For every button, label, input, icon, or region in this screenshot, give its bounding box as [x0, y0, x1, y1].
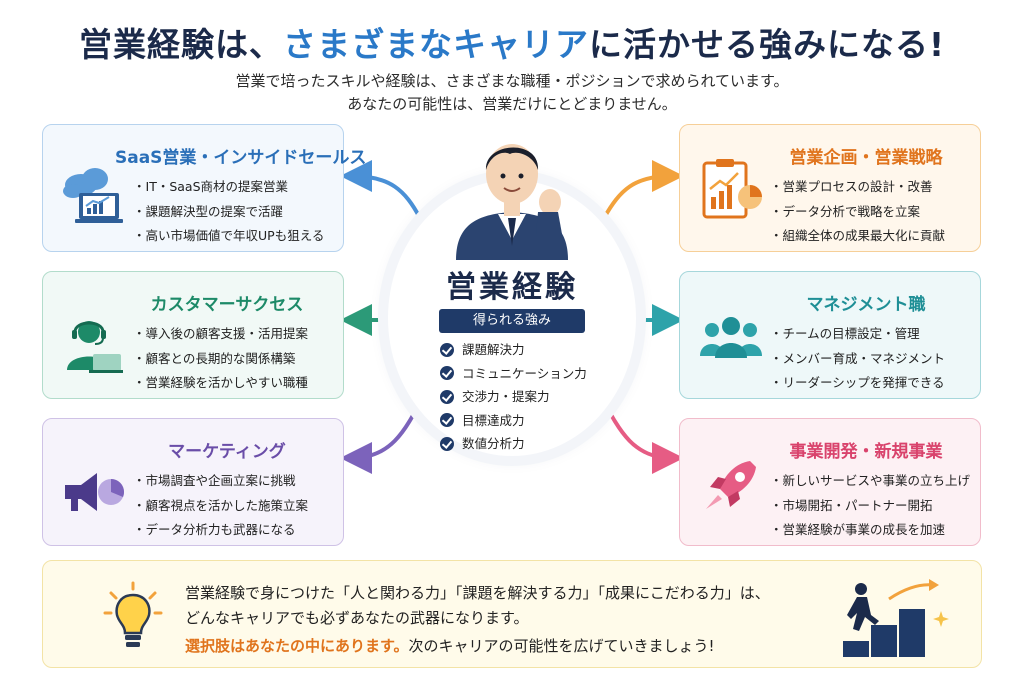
card-saas-sales: SaaS営業・インサイドセールス IT・SaaS商材の提案営業 課題解決型の提案… [42, 124, 367, 252]
card-sales-planning: 営業企画・営業戦略 営業プロセスの設計・改善 データ分析で戦略を立案 組織全体の… [679, 124, 981, 252]
card-cs-list: 導入後の顧客支援・活用提案 顧客との長期的な関係構築 営業経験を活かしやすい職種 [133, 322, 309, 396]
megaphone-pie-icon [65, 473, 124, 511]
arrow-marketing [340, 396, 424, 474]
strength-label: 得られる強み [439, 309, 585, 333]
arrow-saas [340, 160, 422, 220]
arrow-business [600, 396, 684, 474]
center-title: 営業経験 [446, 270, 578, 305]
footer-line3: 選択肢はあなたの中にあります。次のキャリアの可能性を広げていきましょう! [185, 635, 715, 656]
list-item: 数値分析力 [440, 432, 587, 456]
list-item: 新しいサービスや事業の立ち上げ [770, 469, 971, 494]
card-marketing: マーケティング 市場調査や企画立案に挑戦 顧客視点を活かした施策立案 データ分析… [42, 418, 344, 546]
card-marketing-list: 市場調査や企画立案に挑戦 顧客視点を活かした施策立案 データ分析力も武器になる [133, 469, 309, 543]
list-item: 目標達成力 [440, 409, 587, 433]
card-customer-success: カスタマーサクセス 導入後の顧客支援・活用提案 顧客との長期的な関係構築 営業経… [42, 271, 344, 399]
footer-line1: 営業経験で身につけた「人と関わる力」「課題を解決する力」「成果にこだわる力」は、 [185, 584, 770, 602]
lightbulb-icon [103, 581, 163, 647]
arrow-planning [602, 160, 684, 220]
list-item: 市場開拓・パートナー開拓 [770, 494, 970, 519]
title-accent: さまざまなキャリア [282, 25, 589, 64]
list-item: 営業経験を活かしやすい職種 [133, 371, 308, 396]
list-item: データ分析で戦略を立案 [770, 200, 945, 225]
footer-highlight: 選択肢はあなたの中にあります。 [185, 637, 409, 655]
card-planning-list: 営業プロセスの設計・改善 データ分析で戦略を立案 組織全体の成果最大化に貢献 [770, 175, 946, 249]
page-title: 営業経験は、さまざまなキャリアに活かせる強みになる! [0, 18, 1024, 66]
subtitle-line2: あなたの可能性は、営業だけにとどまりません。 [347, 95, 677, 113]
check-icon [440, 342, 454, 357]
headset-operator-icon [67, 321, 123, 373]
list-item: 組織全体の成果最大化に貢献 [770, 224, 946, 249]
card-saas-title: SaaS営業・インサイドセールス [115, 148, 367, 168]
list-item: 顧客との長期的な関係構築 [133, 347, 308, 372]
list-item: 高い市場価値で年収UPも狙える [133, 224, 325, 249]
stair-climber-icon [843, 579, 949, 657]
check-icon [440, 389, 454, 404]
card-marketing-title: マーケティング [168, 442, 286, 462]
clipboard-chart-icon [702, 159, 762, 219]
card-planning-title: 営業企画・営業戦略 [789, 148, 943, 168]
list-item: 営業プロセスの設計・改善 [770, 175, 945, 200]
team-icon [700, 317, 762, 358]
subtitle-line1: 営業で培ったスキルや経験は、さまざまな職種・ポジションで求められています。 [235, 72, 789, 90]
list-item: メンバー育成・マネジメント [770, 347, 946, 372]
footer-line3-rest: 次のキャリアの可能性を広げていきましょう! [408, 637, 715, 655]
list-item: 市場調査や企画立案に挑戦 [133, 469, 308, 494]
check-icon [440, 413, 454, 428]
list-item: データ分析力も武器になる [133, 518, 308, 543]
title-part1: 営業経験は、 [78, 25, 283, 64]
card-business-development: 事業開発・新規事業 新しいサービスや事業の立ち上げ 市場開拓・パートナー開拓 営… [679, 418, 981, 546]
cloud-laptop-chart-icon [63, 168, 123, 223]
card-business-list: 新しいサービスや事業の立ち上げ 市場開拓・パートナー開拓 営業経験が事業の成長を… [770, 469, 971, 543]
list-item: チームの目標設定・管理 [770, 322, 945, 347]
title-part2: に活かせる強みになる! [588, 25, 946, 64]
list-item: 課題解決力 [440, 338, 587, 362]
list-item: IT・SaaS商材の提案営業 [133, 175, 324, 200]
list-item: 顧客視点を活かした施策立案 [133, 494, 309, 519]
footer-message-box: 営業経験で身につけた「人と関わる力」「課題を解決する力」「成果にこだわる力」は、… [42, 560, 982, 668]
list-item: 交渉力・提案力 [440, 385, 587, 409]
strengths-list: 課題解決力 コミュニケーション力 交渉力・提案力 目標達成力 数値分析力 [440, 338, 587, 456]
footer-line2: どんなキャリアでも必ずあなたの武器になります。 [185, 609, 529, 627]
businessman-icon [456, 144, 568, 260]
rocket-icon [706, 461, 756, 509]
list-item: 課題解決型の提案で活躍 [133, 200, 324, 225]
check-icon [440, 366, 454, 381]
card-cs-title: カスタマーサクセス [150, 295, 304, 315]
list-item: 営業経験が事業の成長を加速 [770, 518, 970, 543]
list-item: リーダーシップを発揮できる [770, 371, 945, 396]
list-item: コミュニケーション力 [440, 362, 587, 386]
card-management-list: チームの目標設定・管理 メンバー育成・マネジメント リーダーシップを発揮できる [770, 322, 946, 396]
card-saas-list: IT・SaaS商材の提案営業 課題解決型の提案で活躍 高い市場価値で年収UPも狙… [133, 175, 325, 249]
card-management: マネジメント職 チームの目標設定・管理 メンバー育成・マネジメント リーダーシッ… [679, 271, 981, 399]
check-icon [440, 436, 454, 451]
list-item: 導入後の顧客支援・活用提案 [133, 322, 309, 347]
card-management-title: マネジメント職 [806, 295, 926, 315]
card-business-title: 事業開発・新規事業 [789, 442, 943, 462]
